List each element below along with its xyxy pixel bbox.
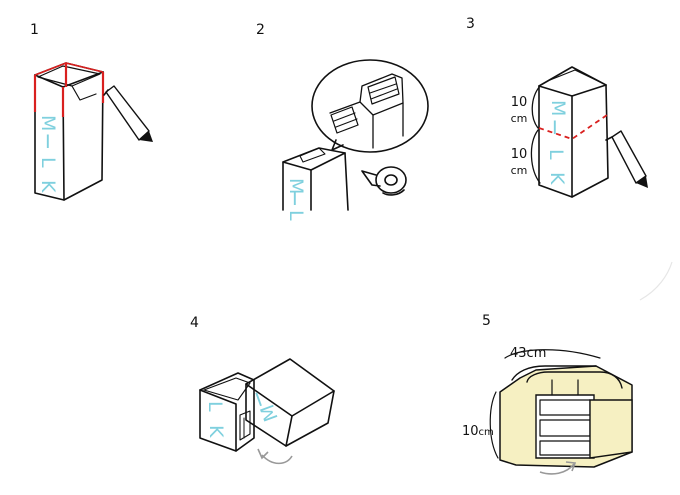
cut-lines-step-1 bbox=[33, 62, 105, 117]
carton-2-letter-3: L bbox=[285, 210, 307, 221]
carton-3-letter-2: I bbox=[552, 117, 558, 139]
step-3-number: 3 bbox=[466, 16, 475, 32]
carton-3-letter-4: K bbox=[546, 172, 568, 185]
carton-3-letter-3: L bbox=[545, 149, 567, 160]
step-3-illustration: M I L K bbox=[530, 66, 648, 198]
step-3-bottom-measure: 10 cm bbox=[510, 147, 528, 177]
height-bracket bbox=[489, 391, 499, 459]
tape-roll-icon bbox=[361, 166, 407, 196]
carton-3-letter-1: M bbox=[547, 100, 569, 116]
step-5-height-label: 10cm bbox=[462, 424, 494, 439]
box-4-letter-2: K bbox=[205, 425, 227, 438]
pen-icon-step-3 bbox=[605, 130, 648, 188]
measure-bracket-top bbox=[531, 85, 541, 129]
length-bracket bbox=[504, 349, 601, 359]
carton-letter-3: L bbox=[37, 157, 59, 168]
zoom-bubble bbox=[311, 59, 429, 153]
step-4-number: 4 bbox=[190, 315, 199, 331]
step-5-number: 5 bbox=[482, 313, 491, 329]
step-2-number: 2 bbox=[256, 22, 265, 38]
rotate-arrow-icon bbox=[261, 454, 293, 465]
step-3-top-measure: 10 cm bbox=[510, 95, 528, 125]
step-4-illustration: L K I M bbox=[199, 358, 335, 465]
zoom-detail bbox=[329, 73, 404, 149]
carton-letter-4: K bbox=[37, 180, 59, 193]
carton-letter-2: I bbox=[45, 131, 51, 153]
milk-carton-step-2 bbox=[282, 147, 349, 211]
rotate-arrow-icon-step-5 bbox=[539, 463, 575, 475]
step-1-illustration: M I L K bbox=[33, 62, 153, 201]
pen-icon bbox=[103, 85, 153, 142]
carton-letter-1: M bbox=[37, 115, 59, 131]
step-1-number: 1 bbox=[30, 22, 39, 38]
step-2-illustration: M I L bbox=[282, 59, 429, 221]
cut-line-step-3 bbox=[538, 114, 608, 140]
step-5-illustration bbox=[489, 349, 633, 475]
carton-2-letter-2: I bbox=[292, 188, 298, 210]
box-4-letter-1: L bbox=[204, 401, 226, 412]
carton-2-letter-1: M bbox=[285, 178, 307, 194]
measure-bracket-bottom bbox=[530, 129, 541, 184]
box-4b-letter-2: M bbox=[256, 401, 282, 424]
rotated-box-step-4 bbox=[245, 358, 335, 447]
open-box-step-4 bbox=[199, 372, 255, 452]
